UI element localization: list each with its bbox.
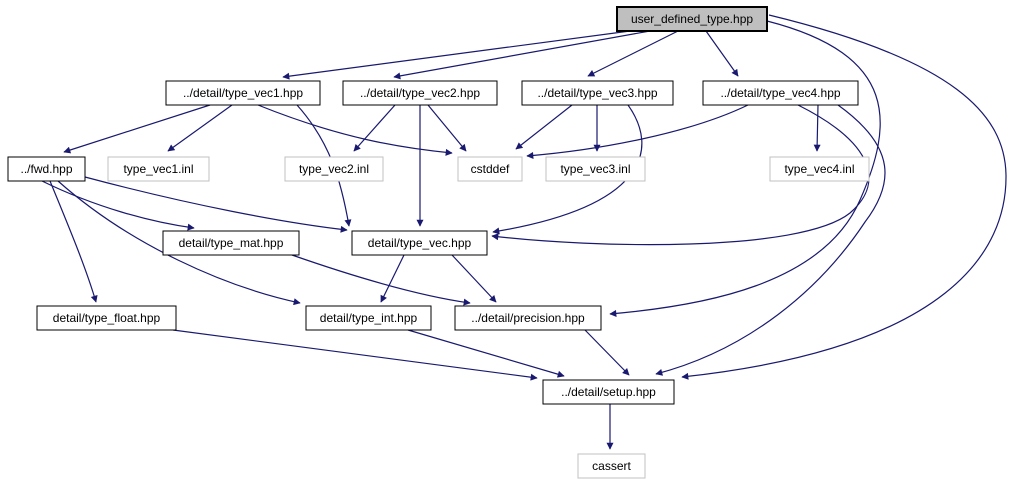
node-setup_hpp[interactable]: ../detail/setup.hpp [542,379,675,405]
node-box-cstddef [457,156,523,182]
node-label-setup_hpp: ../detail/setup.hpp [561,385,656,399]
node-precision_hpp[interactable]: ../detail/precision.hpp [454,305,602,331]
node-label-type_vec3_inl: type_vec3.inl [560,162,630,176]
edge-type_float_hpp-to-setup_hpp [172,329,538,381]
edge-user_defined_type-to-type_vec1_hpp [282,30,631,80]
node-type_vec1_inl: type_vec1.inl [107,156,210,182]
node-type_vec3_hpp[interactable]: ../detail/type_vec3.hpp [521,80,674,106]
node-type_int_hpp[interactable]: detail/type_int.hpp [305,305,432,331]
node-user_defined_type: user_defined_type.hpp [616,6,768,32]
edge-type_vec2_hpp-to-type_vec2_inl [353,104,396,152]
node-label-type_vec3_hpp: ../detail/type_vec3.hpp [537,86,657,100]
edge-user_defined_type-to-type_vec4_hpp [705,30,739,77]
edge-fwd_hpp-to-type_float_hpp [49,180,98,303]
node-type_vec2_inl: type_vec2.inl [284,156,384,182]
node-fwd_hpp[interactable]: ../fwd.hpp [7,156,86,182]
node-box-setup_hpp[interactable] [542,379,675,405]
node-type_vec4_hpp[interactable]: ../detail/type_vec4.hpp [702,80,859,106]
edge-type_vec1_hpp-to-type_vec1_inl [167,104,233,152]
edge-type_int_hpp-to-setup_hpp [407,329,565,378]
node-label-cassert: cassert [592,459,631,473]
node-label-cstddef: cstddef [471,162,510,176]
edge-precision_hpp-to-setup_hpp [584,329,630,376]
node-box-user_defined_type [616,6,768,32]
edge-type_vec1_hpp-to-cstddef [257,104,453,156]
edge-user_defined_type-to-setup_hpp [681,14,1007,380]
edge-type_mat_hpp-to-precision_hpp [291,254,471,306]
edge-type_vec4_hpp-to-setup_hpp [655,104,886,376]
edge-type_vec_hpp-to-type_int_hpp [380,254,405,303]
node-type_vec4_inl: type_vec4.inl [769,156,870,182]
edge-fwd_hpp-to-type_mat_hpp [41,180,195,231]
node-box-type_vec3_hpp[interactable] [521,80,674,106]
edge-type_vec2_hpp-to-cstddef [427,104,467,152]
node-label-type_int_hpp: detail/type_int.hpp [320,311,418,325]
node-box-cassert [577,453,646,479]
node-box-fwd_hpp[interactable] [7,156,86,182]
node-type_vec3_inl: type_vec3.inl [545,156,646,182]
node-cassert: cassert [577,453,646,479]
edge-type_vec4_hpp-to-cstddef [526,104,749,159]
node-label-type_vec1_inl: type_vec1.inl [123,162,193,176]
edge-type_vec1_hpp-to-fwd_hpp [63,104,211,154]
node-cstddef: cstddef [457,156,523,182]
node-box-type_vec1_inl [107,156,210,182]
node-label-type_vec2_hpp: ../detail/type_vec2.hpp [360,86,480,100]
edge-type_vec_hpp-to-precision_hpp [451,254,497,303]
node-label-type_vec4_hpp: ../detail/type_vec4.hpp [720,86,840,100]
node-label-precision_hpp: ../detail/precision.hpp [471,311,585,325]
node-box-type_vec1_hpp[interactable] [165,80,321,106]
node-box-type_vec4_inl [769,156,870,182]
node-label-type_vec2_inl: type_vec2.inl [299,162,369,176]
edge-type_vec3_hpp-to-cstddef [515,104,573,150]
node-type_vec2_hpp[interactable]: ../detail/type_vec2.hpp [342,80,498,106]
edge-fwd_hpp-to-type_int_hpp [57,180,301,306]
node-box-type_vec2_hpp[interactable] [342,80,498,106]
node-label-user_defined_type: user_defined_type.hpp [631,12,753,26]
node-box-type_vec2_inl [284,156,384,182]
edge-user_defined_type-to-type_vec3_hpp [587,30,679,77]
node-label-type_vec_hpp: detail/type_vec.hpp [368,236,472,250]
edge-fwd_hpp-to-type_vec_hpp [84,176,348,233]
node-box-type_vec4_hpp[interactable] [702,80,859,106]
node-type_mat_hpp[interactable]: detail/type_mat.hpp [162,230,300,256]
node-label-type_mat_hpp: detail/type_mat.hpp [179,236,284,250]
edge-type_vec4_hpp-to-type_vec4_inl [813,104,821,152]
node-label-fwd_hpp: ../fwd.hpp [20,162,72,176]
node-type_float_hpp[interactable]: detail/type_float.hpp [36,305,177,331]
node-box-type_vec3_inl [545,156,646,182]
node-box-type_vec_hpp[interactable] [351,230,488,256]
edge-user_defined_type-to-precision_hpp [609,20,881,317]
node-box-type_mat_hpp[interactable] [162,230,300,256]
node-label-type_vec1_hpp: ../detail/type_vec1.hpp [183,86,303,100]
node-box-type_int_hpp[interactable] [305,305,432,331]
node-box-precision_hpp[interactable] [454,305,602,331]
edge-type_vec4_hpp-to-type_vec_hpp [491,104,870,246]
node-box-type_float_hpp[interactable] [36,305,177,331]
node-label-type_float_hpp: detail/type_float.hpp [53,311,161,325]
node-label-type_vec4_inl: type_vec4.inl [784,162,854,176]
node-type_vec1_hpp[interactable]: ../detail/type_vec1.hpp [165,80,321,106]
edge-user_defined_type-to-type_vec2_hpp [393,30,651,80]
node-type_vec_hpp[interactable]: detail/type_vec.hpp [351,230,488,256]
